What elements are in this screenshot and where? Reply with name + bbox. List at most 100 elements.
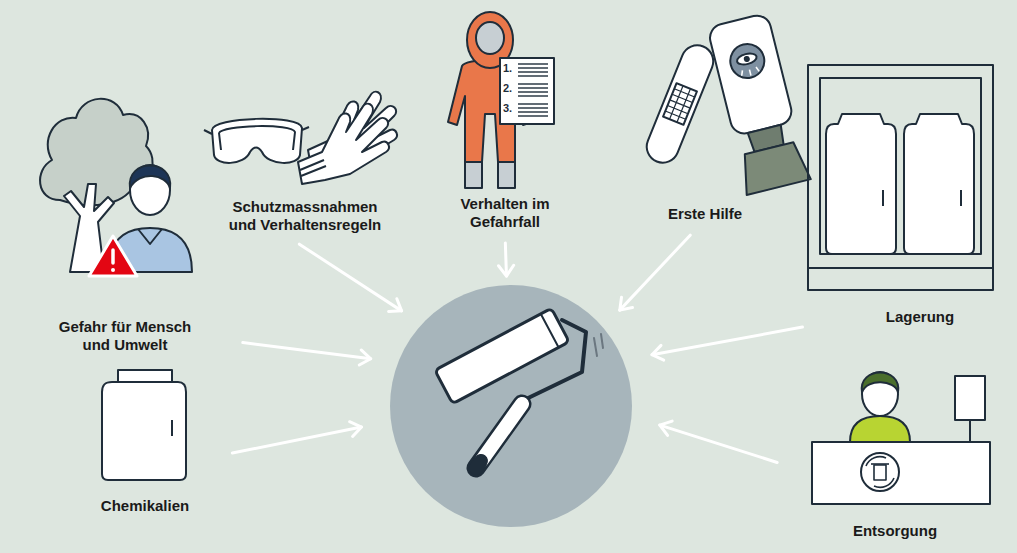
person-collar — [138, 229, 162, 244]
checklist-line — [518, 107, 548, 108]
connector-arrow — [499, 243, 514, 276]
arrow-head — [499, 265, 514, 276]
connector-line — [505, 243, 506, 276]
suit-boot — [498, 162, 515, 188]
goggles — [212, 119, 302, 163]
chemical-canister-icon — [102, 370, 186, 480]
canister-handle — [118, 370, 172, 382]
checklist-line — [518, 71, 548, 72]
eyewash-bottle — [705, 12, 811, 195]
connector-line — [660, 425, 777, 462]
person-head — [130, 165, 170, 215]
shelf-board — [808, 267, 993, 269]
checklist-line — [518, 75, 548, 76]
topic-group: Chemikalien — [90, 365, 200, 520]
plaster-pad — [663, 83, 697, 125]
arrow-head — [660, 421, 672, 435]
canister-mark — [960, 190, 962, 206]
storage-shelf-icon — [808, 65, 993, 290]
list-number: 2. — [503, 82, 512, 95]
checklist-line — [518, 103, 548, 104]
bin-lid — [871, 463, 889, 465]
canister — [826, 114, 896, 254]
eye-cup — [737, 140, 811, 195]
connector-line — [243, 343, 371, 359]
connector-line — [620, 235, 690, 310]
topic-group: Verhalten im Gefahrfall — [445, 8, 565, 233]
topic-group: Erste Hilfe — [640, 15, 770, 225]
suit-visor — [476, 22, 504, 54]
checklist-line — [518, 87, 548, 88]
arrow-head — [652, 345, 664, 360]
tree-person-icon — [40, 99, 192, 276]
canister-mark — [171, 420, 173, 436]
bottle-body — [707, 13, 794, 137]
eye-symbol — [736, 52, 758, 67]
checklist-line — [518, 63, 548, 64]
arrow-head — [350, 422, 362, 437]
arrow-head — [620, 297, 633, 310]
topic-label: Schutzmassnahmen und Verhaltensregeln — [223, 198, 388, 234]
recycle-arrows — [866, 457, 894, 488]
glove-back — [308, 92, 397, 172]
bottle-neck — [748, 125, 786, 153]
connector-arrow — [620, 235, 690, 310]
person-head — [862, 372, 898, 416]
goggles-lens — [219, 126, 295, 150]
first-aid-icon — [642, 12, 811, 195]
goggles-strap — [204, 127, 309, 134]
connector-line — [652, 327, 803, 355]
person-hair — [862, 373, 899, 393]
list-number: 1. — [503, 62, 512, 75]
topic-group: Lagerung — [830, 65, 1010, 330]
connector-line — [299, 244, 401, 311]
monitor-stand — [969, 420, 971, 442]
plaster-pad-grid — [663, 83, 697, 125]
person-body — [850, 416, 910, 442]
paint-roller — [435, 308, 603, 468]
topic-label: Entsorgung — [800, 522, 990, 540]
glove-front — [298, 104, 389, 184]
topic-label: Chemikalien — [90, 497, 200, 515]
list-number: 3. — [503, 102, 512, 115]
tree-canopy — [40, 99, 153, 205]
person-hair — [130, 166, 170, 189]
connector-arrow — [652, 327, 803, 360]
topic-group: Schutzmassnahmen und Verhaltensregeln — [215, 95, 395, 242]
suit-hood — [467, 12, 513, 68]
desk — [812, 442, 990, 504]
goggles-gloves-icon — [204, 92, 397, 184]
topic-label: Verhalten im Gefahrfall — [445, 195, 565, 231]
roller-body — [435, 308, 569, 404]
monitor — [955, 376, 985, 420]
paint-drips — [594, 334, 603, 356]
connector-arrow — [660, 421, 777, 462]
bin — [874, 465, 886, 480]
eye-label — [727, 40, 768, 81]
topic-label: Gefahr für Mensch und Umwelt — [50, 318, 200, 354]
plaster — [642, 41, 718, 168]
hazmat-icon — [448, 12, 554, 188]
warning-mark — [111, 250, 115, 263]
connector-line — [232, 427, 361, 453]
roller-arm — [524, 320, 586, 400]
connector-arrow — [243, 343, 371, 365]
checklist-line — [518, 115, 548, 116]
roller-handle-outline — [476, 404, 522, 468]
canister-mark — [882, 190, 884, 206]
eye-drops — [740, 67, 759, 78]
warning-triangle — [89, 236, 137, 276]
arrow-head — [359, 350, 370, 365]
checklist-line — [518, 83, 548, 84]
warning-dot — [111, 268, 115, 272]
suit-body — [448, 60, 532, 162]
plaster-strip — [642, 41, 718, 168]
checklist-line — [518, 111, 548, 112]
topic-group: Entsorgung — [800, 370, 990, 545]
connector-arrow — [232, 422, 361, 453]
topic-label: Erste Hilfe — [640, 205, 770, 223]
clipboard — [500, 58, 554, 124]
shelf-inner — [820, 78, 981, 254]
suit-boot — [465, 162, 482, 188]
circle-shape — [390, 285, 632, 527]
